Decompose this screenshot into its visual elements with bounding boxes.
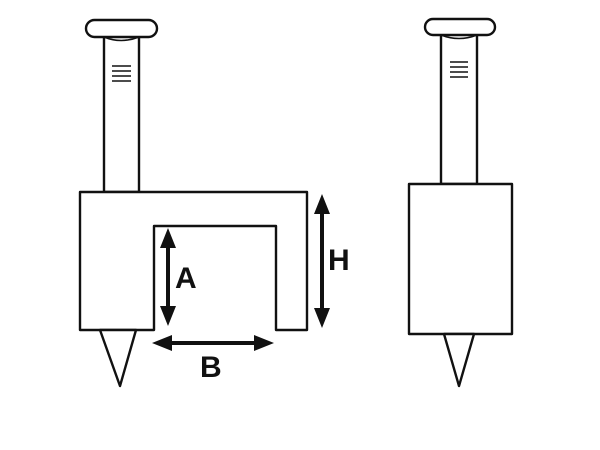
clip-front-view — [407, 17, 514, 388]
pin-spike — [98, 328, 138, 388]
dimension-h-arrow — [314, 194, 330, 328]
front-nail-shank — [439, 32, 479, 186]
front-nail-head — [423, 17, 497, 40]
grip-lines — [112, 65, 131, 82]
dimension-a-arrow — [160, 228, 176, 326]
dimension-a-label: A — [175, 262, 197, 295]
clip-body — [78, 190, 309, 332]
nail-shank — [102, 34, 141, 194]
dimension-b-arrow — [152, 335, 274, 351]
dimension-h-label: H — [328, 244, 350, 277]
front-grip-lines — [450, 61, 468, 78]
front-pin-spike — [442, 332, 476, 388]
front-clip-body — [407, 182, 514, 336]
clip-side-view: A B H — [78, 18, 350, 388]
dimension-b-label: B — [200, 351, 222, 384]
nail-head — [84, 18, 159, 42]
